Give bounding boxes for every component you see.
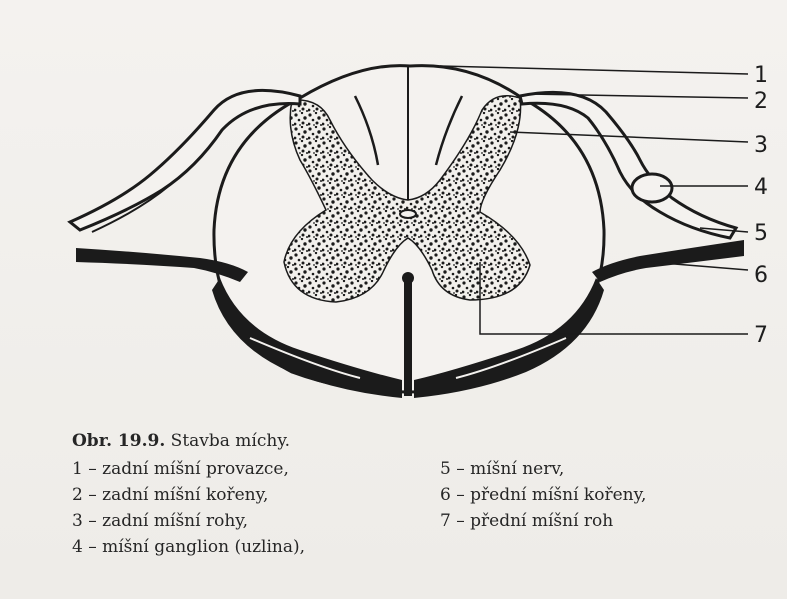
caption-title: Obr. 19.9. Stavba míchy. xyxy=(72,428,762,454)
central-canal xyxy=(400,210,416,218)
callout-4: 4 xyxy=(754,175,768,200)
caption-legend: 1 – zadní míšní provazce, 2 – zadní míšn… xyxy=(72,456,762,560)
callout-7: 7 xyxy=(754,323,768,348)
legend-item-6: 6 – přední míšní kořeny, xyxy=(440,482,740,508)
legend-column-left: 1 – zadní míšní provazce, 2 – zadní míšn… xyxy=(72,456,440,560)
figure-caption: Obr. 19.9. Stavba míchy. 1 – zadní míšní… xyxy=(72,428,762,560)
anterior-fissure xyxy=(404,276,412,396)
callout-1: 1 xyxy=(754,63,768,88)
caption-text: Stavba míchy. xyxy=(171,431,290,451)
nerve-trunk-right xyxy=(592,240,744,282)
callout-5: 5 xyxy=(754,221,768,246)
callout-3: 3 xyxy=(754,133,768,158)
callout-6: 6 xyxy=(754,263,768,288)
caption-label: Obr. 19.9. xyxy=(72,431,165,451)
legend-item-7: 7 – přední míšní roh xyxy=(440,508,740,534)
legend-item-1: 1 – zadní míšní provazce, xyxy=(72,456,440,482)
spinal-cord-diagram: 1 2 3 4 5 6 7 xyxy=(0,0,787,420)
legend-item-5: 5 – míšní nerv, xyxy=(440,456,740,482)
legend-column-right: 5 – míšní nerv, 6 – přední míšní kořeny,… xyxy=(440,456,740,560)
callout-2: 2 xyxy=(754,89,768,114)
legend-item-4: 4 – míšní ganglion (uzlina), xyxy=(72,534,440,560)
spinal-ganglion xyxy=(632,174,672,202)
legend-item-2: 2 – zadní míšní kořeny, xyxy=(72,482,440,508)
legend-item-3: 3 – zadní míšní rohy, xyxy=(72,508,440,534)
spinal-cord-drawing: 1 2 3 4 5 6 7 xyxy=(0,0,787,420)
